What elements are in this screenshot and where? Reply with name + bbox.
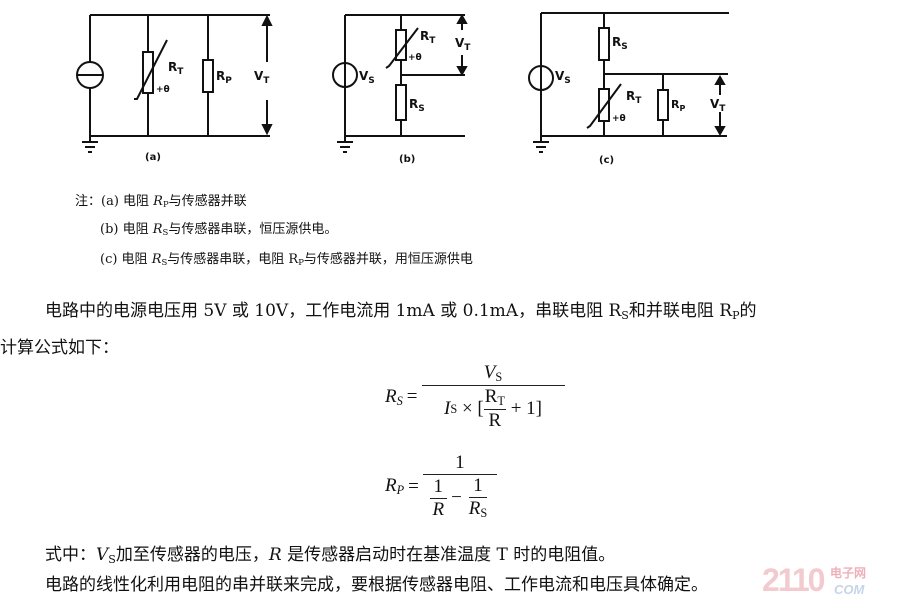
note-symbol: R: [151, 252, 162, 267]
formula-lhs: RS: [385, 385, 403, 408]
vt-label: VT: [254, 69, 270, 86]
note-text: 与传感器并联，用恒压源供电: [303, 252, 473, 267]
note-subscript: S: [161, 257, 168, 268]
theta-label: +θ: [408, 53, 422, 63]
resistor-rp-icon: [657, 89, 669, 121]
caption-a: (a): [145, 152, 161, 163]
circuit-a: [76, 14, 273, 153]
numerator: VS: [421, 362, 565, 387]
caption-c: (c): [599, 155, 614, 166]
note-text: 与传感器串联，电阻 R: [167, 252, 299, 267]
explanation-line1: 式中：VS加至传感器的电压，R 是传感器启动时在基准温度 T 时的电阻值。: [45, 540, 615, 566]
explanation-text: 式中：: [45, 545, 96, 565]
theta-label: +θ: [612, 114, 626, 124]
vs-label: VS: [359, 69, 375, 86]
paragraph-subscript: P: [732, 308, 740, 322]
ground-icon: [337, 136, 353, 153]
circuit-c: [528, 12, 729, 153]
note-b: (b) 电阻 RS与传感器串联，恒压源供电。: [100, 218, 337, 237]
equals-sign: =: [408, 475, 419, 497]
note-symbol: R: [152, 222, 163, 237]
watermark-text: 电子网: [830, 566, 867, 580]
theta-label: +θ: [156, 85, 170, 95]
paragraph-text: 电路中的电源电压用 5V 或 10V，工作电流用 1mA 或 0.1mA，串联电…: [45, 301, 622, 321]
explanation-line2: 电路的线性化利用电阻的串并联来完成，要根据传感器电阻、工作电流和电压具体确定。: [45, 575, 708, 595]
note-subscript: P: [298, 257, 304, 268]
resistor-rp-icon: [202, 59, 214, 93]
explanation-subscript: S: [108, 552, 116, 566]
note-text: 与传感器串联，恒压源供电。: [168, 222, 338, 237]
explanation-symbol: R: [268, 545, 282, 565]
circuit-diagrams: RT +θ RP VT (a) VS RT +θ VT RS (b) VS RS…: [76, 12, 729, 166]
explanation-symbol: V: [96, 545, 109, 565]
ground-icon: [533, 136, 549, 153]
rp-label: RP: [671, 98, 685, 113]
rt-label: RT: [420, 29, 436, 46]
rt-label: RT: [626, 89, 642, 106]
rs-label: RS: [409, 97, 425, 114]
paragraph-text: 和并联电阻 R: [628, 301, 733, 321]
vt-label: VT: [455, 36, 471, 53]
note-text: (b) 电阻: [100, 222, 153, 237]
numerator: 1: [422, 452, 497, 475]
note-subscript: P: [162, 199, 169, 210]
watermark-logo: 2110 电子网 COM: [762, 562, 866, 599]
explanation-text: 加至传感器的电压，: [115, 545, 269, 565]
explanation-text: 是传感器启动时在基准温度 T 时的电阻值。: [281, 545, 616, 565]
paragraph-text: 的: [739, 301, 757, 321]
watermark-number: 2110: [762, 562, 825, 598]
vs-label: VS: [555, 69, 571, 86]
resistor-rs-icon: [598, 27, 610, 61]
ground-icon: [82, 136, 98, 153]
note-text: 与传感器并联: [168, 194, 247, 209]
note-subscript: S: [162, 227, 169, 238]
rt-label: RT: [168, 60, 184, 77]
note-text: (c) 电阻: [100, 252, 152, 267]
note-a: 注：(a) 电阻 RP与传感器并联: [75, 190, 247, 209]
rp-label: RP: [216, 69, 232, 86]
caption-b: (b): [399, 154, 415, 165]
note-text: 注：(a) 电阻: [75, 194, 154, 209]
thermistor-rt-icon: [142, 51, 154, 94]
vt-label: VT: [710, 97, 726, 114]
paragraph-subscript: S: [621, 308, 629, 322]
formula-lhs: RP: [385, 475, 405, 498]
resistor-rs-icon: [395, 84, 407, 121]
rs-label: RS: [612, 35, 628, 52]
circuit-b: [332, 13, 468, 153]
intro-paragraph-line1: 电路中的电源电压用 5V 或 10V，工作电流用 1mA 或 0.1mA，串联电…: [45, 296, 757, 322]
note-c: (c) 电阻 RS与传感器串联，电阻 RP与传感器并联，用恒压源供电: [100, 248, 473, 267]
note-symbol: R: [153, 194, 163, 209]
thermistor-rt-icon: [598, 88, 610, 122]
watermark-domain: COM: [834, 582, 865, 597]
equals-sign: =: [406, 386, 418, 408]
intro-paragraph-line2: 计算公式如下：: [0, 338, 119, 358]
